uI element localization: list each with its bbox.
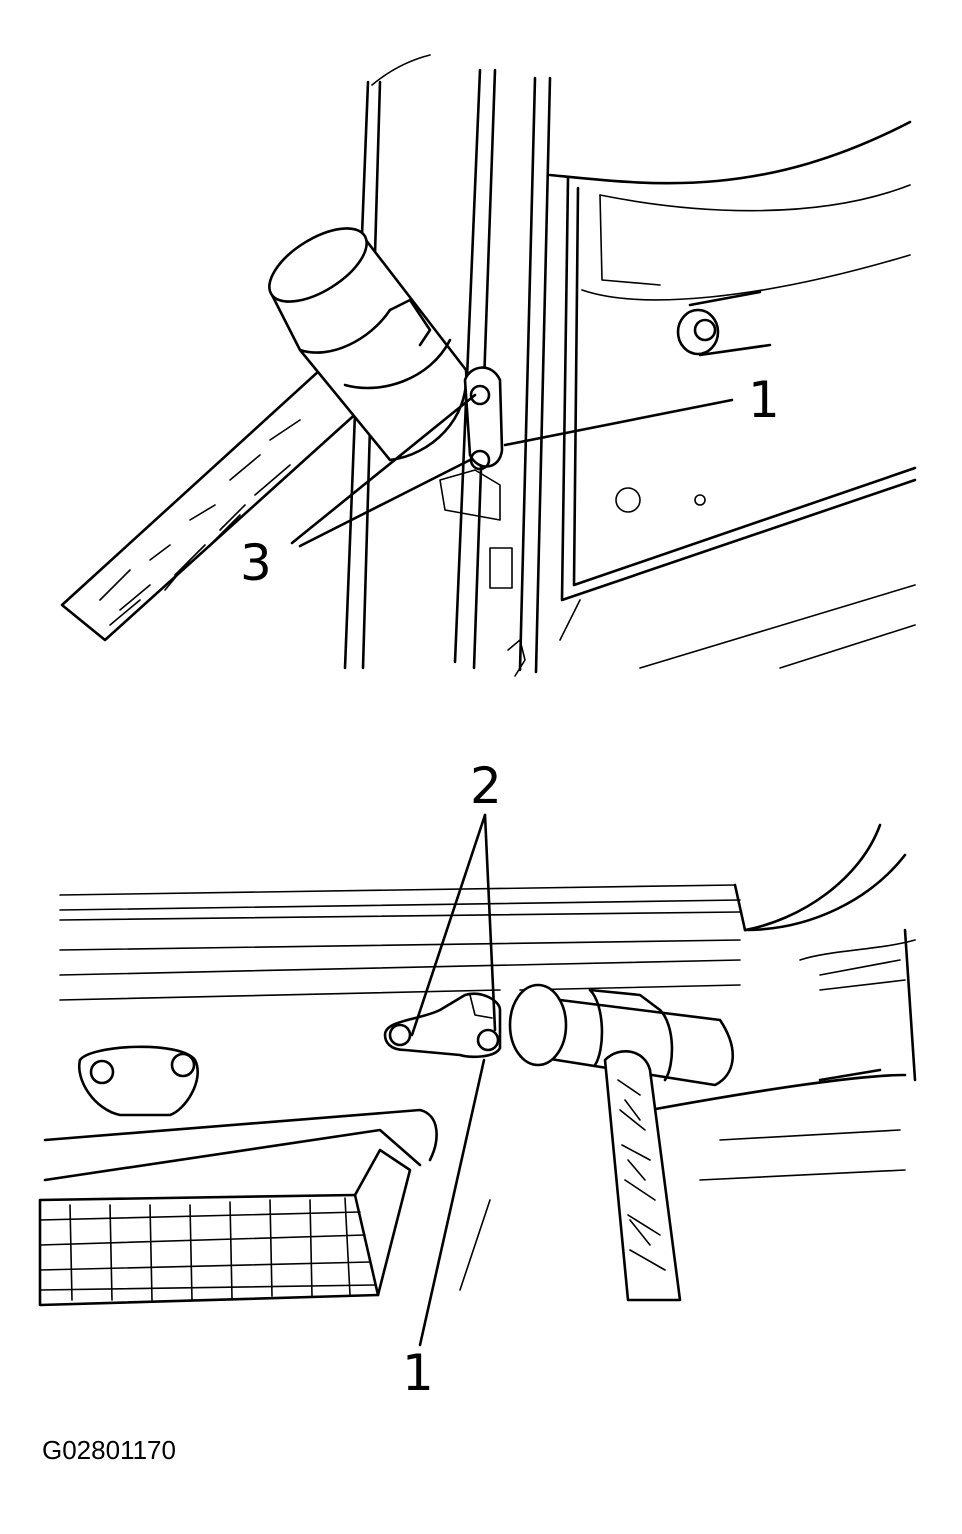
floor-panel	[43, 1068, 907, 1291]
top-leaders	[290, 393, 734, 548]
top-callout-3: 3	[240, 534, 272, 592]
bottom-callout-1: 1	[402, 1344, 434, 1402]
door-inner-panel	[548, 120, 917, 669]
body-sill	[59, 823, 917, 1082]
bottom-leaders	[410, 813, 497, 1347]
figure-id: G02801170	[42, 1435, 176, 1465]
hammer-handle-lower	[603, 1050, 682, 1302]
bottom-view: 2 1	[38, 757, 917, 1402]
pillar-hinge-plate	[439, 366, 526, 677]
door-hinge-arm	[615, 290, 772, 513]
bottom-callout-2: 2	[470, 757, 502, 815]
body-mount-pad	[77, 1045, 199, 1117]
top-view: 1 3	[60, 54, 917, 677]
hammer-head	[268, 227, 468, 462]
top-callout-1: 1	[748, 371, 780, 429]
body-hinge	[383, 992, 502, 1059]
hammer-head-lower	[508, 983, 734, 1087]
hammer-handle	[60, 368, 362, 642]
floor-mat	[38, 1148, 412, 1307]
